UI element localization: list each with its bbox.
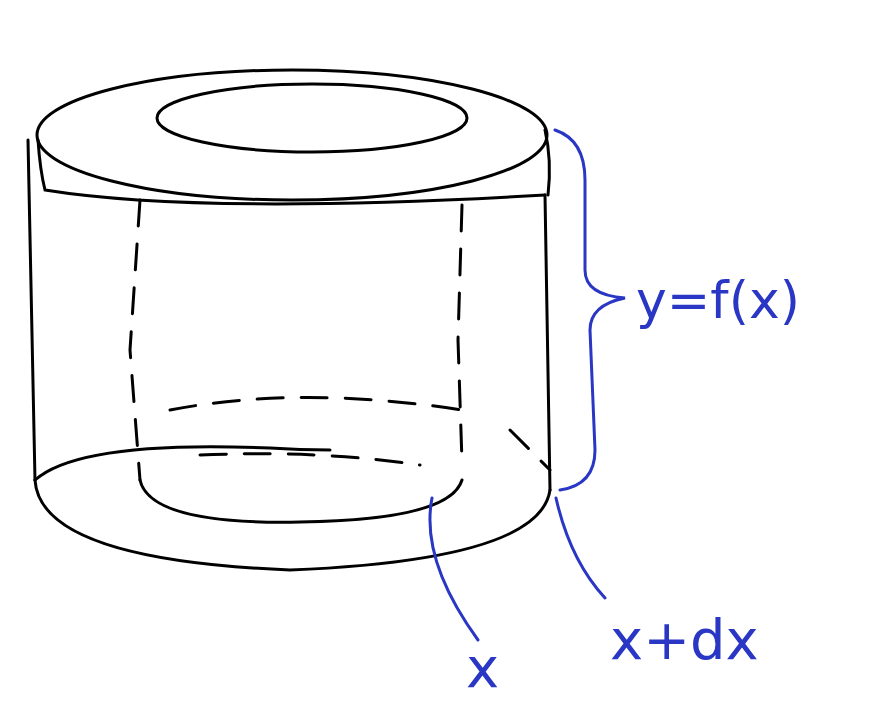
inner-left-wall [130, 200, 140, 480]
outer-bottom-back [35, 447, 330, 480]
height-label: y=f(x) [636, 274, 800, 326]
height-brace [555, 130, 625, 490]
x-leader-line [430, 498, 478, 640]
outer-left-wall [28, 140, 35, 480]
outer-radius-label: x+dx [610, 612, 759, 668]
bottom-dash [200, 454, 420, 465]
outer-bottom-front [35, 480, 550, 570]
inner-bottom-back [170, 398, 462, 411]
x-plus-dx-leader-line [556, 498, 605, 598]
top-rim-front [38, 140, 545, 204]
outer-top-rim [37, 70, 547, 200]
inner-top-hole [157, 84, 467, 152]
inner-right-wall [458, 205, 462, 462]
inner-radius-label: x [466, 640, 499, 696]
inner-bottom-front [140, 480, 462, 522]
outer-bottom-dash [510, 430, 550, 470]
top-rim-edge [545, 130, 549, 195]
outer-right-wall [545, 195, 550, 490]
